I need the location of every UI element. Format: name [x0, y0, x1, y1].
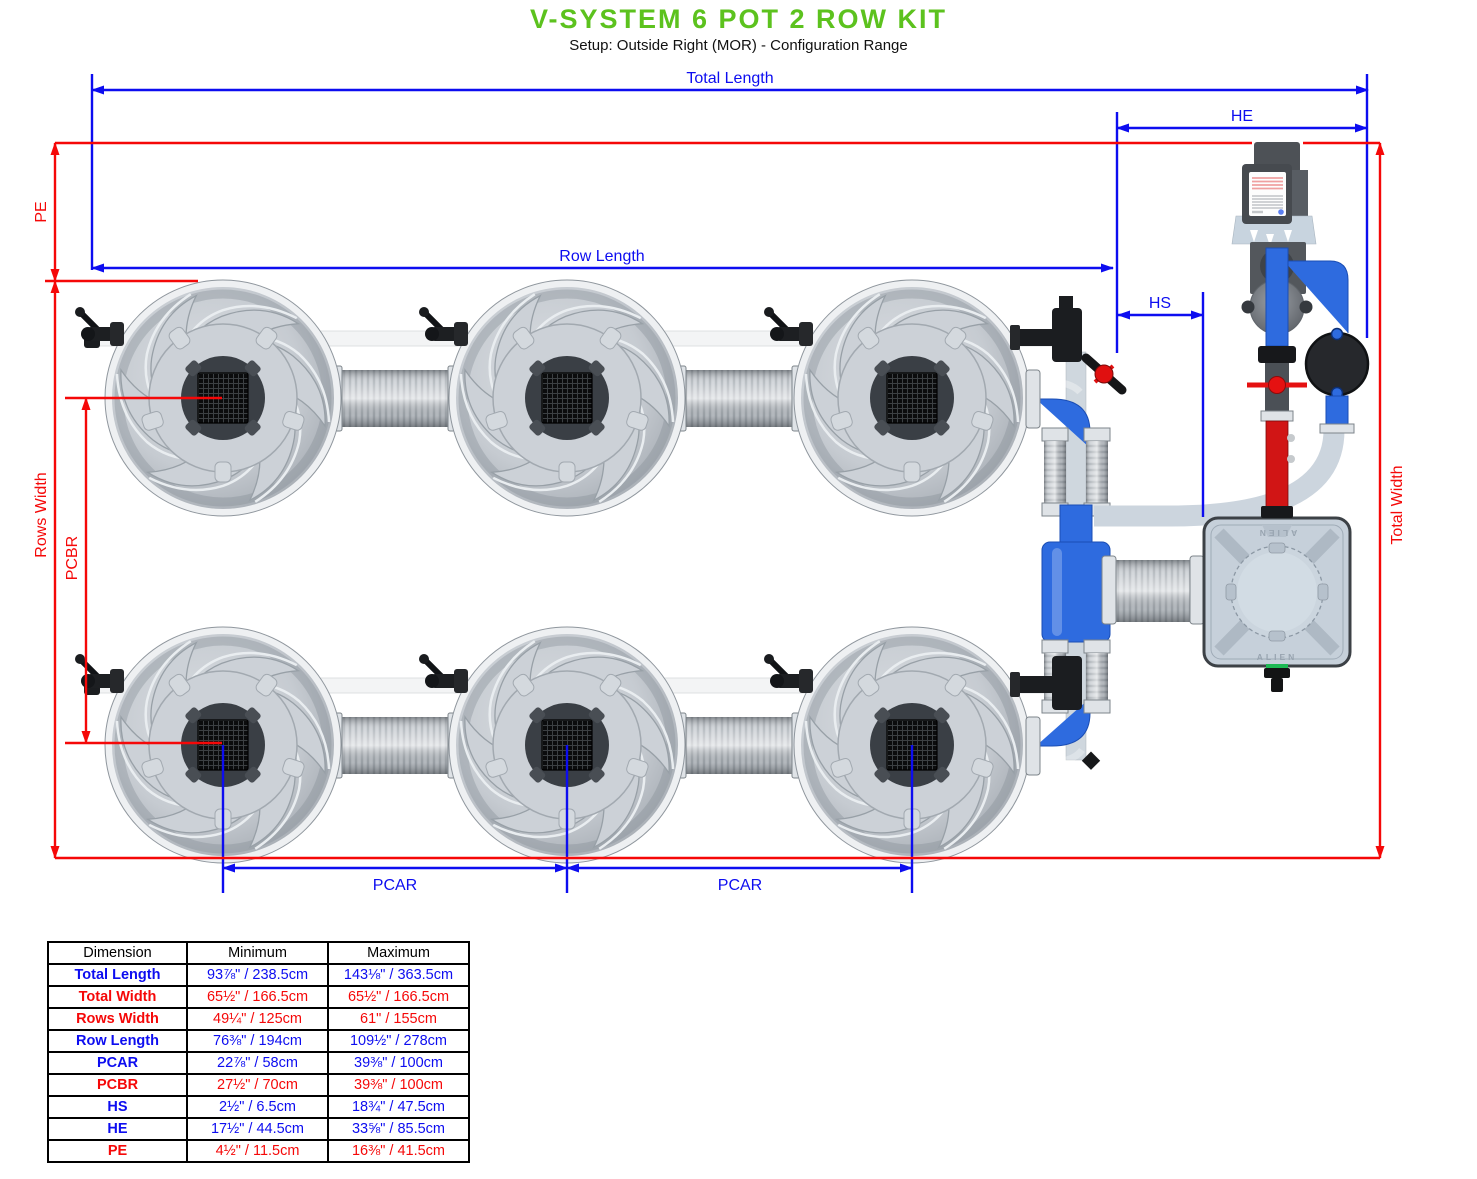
dimension-min: 2½" / 6.5cm — [186, 1095, 329, 1119]
page-subtitle: Setup: Outside Right (MOR) - Configurati… — [569, 37, 908, 54]
tank-pipe — [1101, 555, 1205, 625]
pump — [1304, 331, 1370, 397]
pot-valve — [75, 654, 124, 693]
return-hose — [1094, 429, 1345, 527]
rows-width-dimension: Rows Width — [33, 280, 60, 859]
header: V-SYSTEM 6 POT 2 ROW KIT Setup: Outside … — [0, 4, 1477, 54]
dimension-min: 93⅞" / 238.5cm — [186, 963, 329, 987]
pcar-label-2: PCAR — [718, 877, 762, 894]
he-label: HE — [1231, 108, 1253, 125]
dimension-name: Row Length — [47, 1029, 188, 1053]
table-header-row: Dimension Minimum Maximum — [47, 941, 470, 965]
dimension-min: 49¼" / 125cm — [186, 1007, 329, 1031]
pot-2 — [449, 276, 685, 521]
dimension-name: PE — [47, 1139, 188, 1163]
dimension-min: 65½" / 166.5cm — [186, 985, 329, 1009]
tank: ALIEN ALIEN — [1202, 516, 1352, 692]
pcar-dimension: PCAR PCAR — [221, 745, 914, 894]
dimension-name: PCAR — [47, 1051, 188, 1075]
col-header-minimum: Minimum — [186, 941, 329, 965]
manifold-bottom-tee — [1010, 656, 1082, 710]
dimension-max: 18¾" / 47.5cm — [327, 1095, 470, 1119]
manifold-bleed-valve — [1081, 353, 1127, 395]
dimension-max: 39⅜" / 100cm — [327, 1051, 470, 1075]
total-length-label: Total Length — [686, 70, 773, 87]
rows-width-label: Rows Width — [33, 472, 50, 557]
manifold — [1010, 296, 1127, 776]
pot-valve — [75, 307, 124, 346]
tank-drain-spigot — [1264, 664, 1290, 692]
dimension-name: PCBR — [47, 1073, 188, 1097]
pcar-label-1: PCAR — [373, 877, 417, 894]
pe-dimension: PE — [33, 142, 198, 283]
pcbr-dimension: PCBR — [64, 396, 222, 745]
hs-label: HS — [1149, 295, 1171, 312]
pot-3 — [794, 276, 1030, 521]
equipment-layer: ALIEN ALIEN — [75, 142, 1370, 867]
dimension-min: 76⅜" / 194cm — [186, 1029, 329, 1053]
row-length-label: Row Length — [559, 248, 644, 265]
manifold-top-tee — [1010, 296, 1082, 362]
dimension-min: 4½" / 11.5cm — [186, 1139, 329, 1163]
total-width-dimension: Total Width — [55, 141, 1406, 860]
dimension-max: 109½" / 278cm — [327, 1029, 470, 1053]
hs-dimension: HS — [1117, 292, 1205, 517]
dimension-name: HS — [47, 1095, 188, 1119]
row-length-dimension: Row Length — [91, 248, 1114, 273]
pump-assembly — [1284, 260, 1370, 434]
dimension-min: 22⅞" / 58cm — [186, 1051, 329, 1075]
col-header-maximum: Maximum — [327, 941, 470, 965]
dimension-name: HE — [47, 1117, 188, 1141]
tank-brand-text: ALIEN — [1257, 652, 1298, 662]
dimension-max: 16⅜" / 41.5cm — [327, 1139, 470, 1163]
tank-brand-text-top: ALIEN — [1257, 528, 1298, 538]
dimension-name: Total Length — [47, 963, 188, 987]
col-header-dimension: Dimension — [47, 941, 188, 965]
dimension-max: 33⅝" / 85.5cm — [327, 1117, 470, 1141]
controller-screen — [1242, 164, 1292, 224]
red-standpipe — [1265, 420, 1289, 512]
dosing-column — [1247, 247, 1307, 518]
dimension-max: 65½" / 166.5cm — [327, 985, 470, 1009]
dimension-max: 61" / 155cm — [327, 1007, 470, 1031]
dimension-layer: Total Length HE Row Length HS — [33, 70, 1406, 894]
manifold-drain — [1081, 751, 1101, 770]
page-title: V-SYSTEM 6 POT 2 ROW KIT — [529, 4, 948, 34]
dimension-name: Rows Width — [47, 1007, 188, 1031]
dimension-min: 27½" / 70cm — [186, 1073, 329, 1097]
total-length-dimension: Total Length — [90, 70, 1369, 338]
pcbr-label: PCBR — [64, 536, 81, 580]
dimension-min: 17½" / 44.5cm — [186, 1117, 329, 1141]
dimension-max: 39⅜" / 100cm — [327, 1073, 470, 1097]
pe-label: PE — [33, 201, 50, 222]
total-width-label: Total Width — [1389, 465, 1406, 544]
dimension-name: Total Width — [47, 985, 188, 1009]
dimension-max: 143⅛" / 363.5cm — [327, 963, 470, 987]
